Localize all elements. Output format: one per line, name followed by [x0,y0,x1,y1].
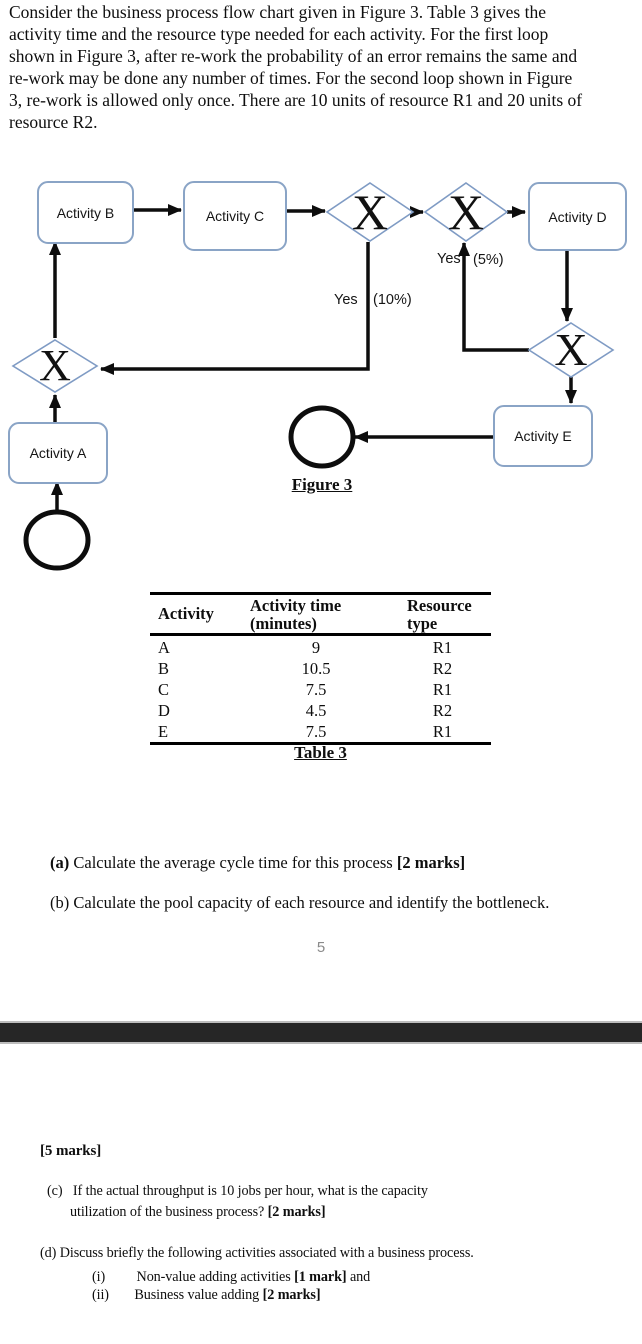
question-c-label: (c) [47,1183,63,1199]
question-c-text-line2: utilization of the business process? [70,1204,265,1220]
cell-activity: B [158,659,170,678]
question-d-label: (d) [40,1245,57,1261]
loop2-yes-label: Yes [437,251,461,267]
question-a: (a) Calculate the average cycle time for… [50,853,465,873]
page-separator-bottom-edge [0,1042,642,1044]
cell-time: 7.5 [305,722,327,741]
merge-gateway-diamond [11,339,99,393]
question-a-marks: [2 marks] [396,853,466,872]
table-header-activity-time-line2: (minutes) [250,614,317,633]
question-b-text: Calculate the pool capacity of each reso… [73,893,550,912]
question-c-marks: [2 marks] [267,1204,326,1220]
figure-caption: Figure 3 [291,475,353,494]
table-header-resource-type-line2: type [407,614,438,633]
gateway3-diamond [527,322,615,378]
question-d-item-ii: (ii) Business value adding [2 marks] [92,1287,321,1304]
intro-line-5: 3, re-work is allowed only once. There a… [9,90,583,110]
cell-resource: R1 [432,638,453,657]
activity-b-node: Activity B [37,181,134,244]
activity-a-node: Activity A [8,422,108,484]
item-i-label: (i) [92,1269,106,1285]
intro-line-3: shown in Figure 3, after re-work the pro… [9,46,578,66]
intro-line-1: Consider the business process flow chart… [9,2,546,22]
cell-time: 7.5 [305,680,327,699]
cell-resource: R2 [432,701,453,720]
question-c-text-line1: If the actual throughput is 10 jobs per … [72,1183,428,1199]
end-event-circle [288,405,356,469]
question-d: (d) Discuss briefly the following activi… [40,1245,474,1262]
item-ii-label: (ii) [92,1287,109,1303]
page-separator-band [0,1023,642,1042]
gateway2-x-label: X [447,184,485,240]
table-header-resource-type-line1: Resource [407,596,472,615]
item-i-suffix: and [349,1269,371,1285]
cell-activity: A [158,638,170,657]
cell-activity: C [158,680,170,699]
table-row-e: E 7.5 R1 [150,721,491,742]
cell-activity: D [158,701,170,720]
question-d-item-i: (i) Non-value adding activities [1 mark]… [92,1269,370,1286]
table-caption: Table 3 [294,743,347,762]
table-header-activity-time: Activity time (minutes) [250,597,341,633]
cell-time: 4.5 [305,701,327,720]
table-row-b: B 10.5 R2 [150,658,491,679]
table-row-a: A 9 R1 [150,637,491,658]
cell-resource: R1 [432,722,453,741]
intro-line-4: re-work may be done any number of times.… [9,68,573,88]
table-row-c: C 7.5 R1 [150,679,491,700]
page-separator-top-edge [0,1021,642,1023]
item-i-marks: [1 mark] [294,1269,347,1285]
intro-line-6: resource R2. [9,112,98,132]
activity-c-node: Activity C [183,181,287,251]
gateway1-diamond [325,182,415,242]
activity-d-node: Activity D [528,182,627,251]
gateway2-diamond [423,182,509,242]
table-bottom-rule [150,742,491,745]
cell-resource: R1 [432,680,453,699]
cell-activity: E [158,722,169,741]
table-row-d: D 4.5 R2 [150,700,491,721]
question-c-line1: (c) If the actual throughput is 10 jobs … [47,1183,428,1200]
rework-loop-10pct-path [100,242,370,375]
loop1-yes-label: Yes [334,292,358,308]
item-ii-marks: [2 marks] [262,1287,321,1303]
table-header-activity: Activity [158,604,214,623]
rework-loop-5pct-path [458,242,529,352]
question-a-text: Calculate the average cycle time for thi… [73,853,393,872]
intro-line-2: activity time and the resource type need… [9,24,549,44]
gateway1-x-label: X [351,184,389,240]
cell-time: 10.5 [301,659,331,678]
cell-time: 9 [311,638,321,657]
question-d-text: Discuss briefly the following activities… [59,1245,474,1261]
item-ii-text: Business value adding [134,1287,260,1303]
question-a-label: (a) [50,853,70,872]
page-number: 5 [316,939,326,956]
table-header-resource-type: Resource type [407,597,472,633]
table-header-rule [150,633,491,636]
question-b: (b) Calculate the pool capacity of each … [50,893,549,913]
table-header-activity-time-line1: Activity time [250,596,342,615]
item-i-text: Non-value adding activities [136,1269,291,1285]
cell-resource: R2 [432,659,453,678]
start-event-circle [23,509,91,571]
question-b-label: (b) [50,893,70,912]
gateway3-x-label: X [554,324,588,375]
question-c-line2: utilization of the business process? [2 … [70,1204,326,1221]
loop2-probability-label: (5%) [473,252,504,268]
table-top-rule [150,592,491,595]
intro-paragraph: Consider the business process flow chart… [9,1,641,133]
loop1-probability-label: (10%) [373,292,412,308]
activity-e-node: Activity E [493,405,593,467]
marks-heading: [5 marks] [40,1143,102,1159]
figure-3-flowchart-canvas [11,182,615,571]
merge-gateway-x-label: X [39,341,71,390]
